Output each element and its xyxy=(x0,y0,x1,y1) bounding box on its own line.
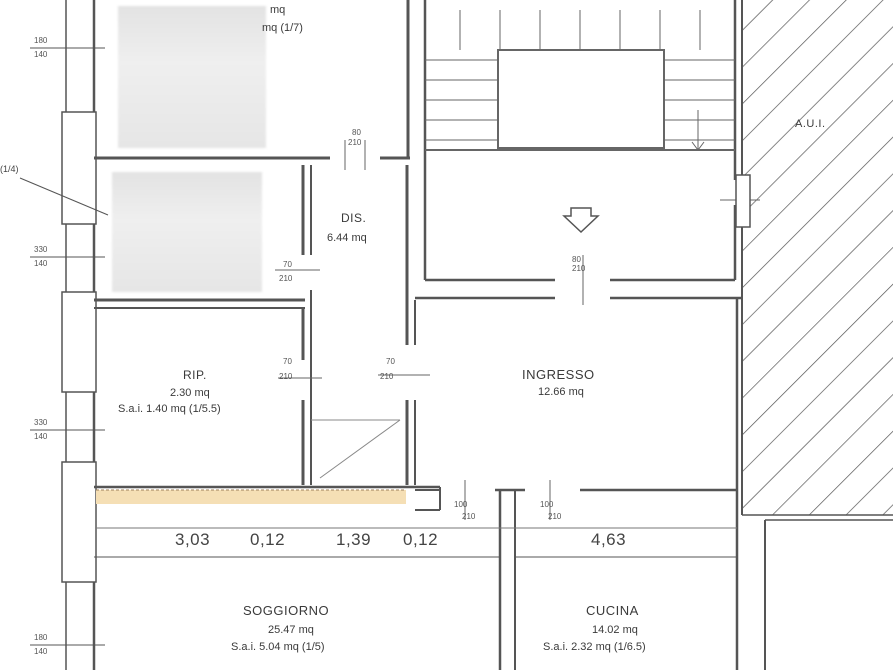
door-label: 210 xyxy=(279,274,293,283)
dimension-value: 4,63 xyxy=(591,530,627,549)
door-label: 100 xyxy=(454,500,468,509)
door-label: 210 xyxy=(548,512,562,521)
aui-label: A.U.I. xyxy=(795,118,826,130)
wall-section-strip xyxy=(96,489,406,504)
rip-area: 2.30 mq xyxy=(170,387,210,399)
door-label: 70 xyxy=(386,357,395,366)
dimension-value: 0,12 xyxy=(250,530,286,549)
window-markers xyxy=(19,47,109,646)
window-label: 180 xyxy=(34,633,48,642)
window-label: 180 xyxy=(34,36,48,45)
dis-area: 6.44 mq xyxy=(327,232,367,244)
window-label: 140 xyxy=(34,50,48,59)
ingresso-area: 12.66 mq xyxy=(538,386,584,398)
top-room-area: mq xyxy=(270,4,286,16)
dis-name: DIS. xyxy=(341,211,367,225)
window-label: 140 xyxy=(34,647,48,656)
soggiorno-name: SOGGIORNO xyxy=(243,603,330,618)
staircase xyxy=(425,10,735,151)
top-room-ratio: mq (1/7) xyxy=(262,22,303,34)
rip-name: RIP. xyxy=(183,368,207,382)
window-label: 330 xyxy=(34,245,48,254)
door-ticks xyxy=(275,140,760,520)
dimension-value: 1,39 xyxy=(336,530,372,549)
entry-arrow-icon xyxy=(562,207,600,234)
cucina-sai: S.a.i. 2.32 mq (1/6.5) xyxy=(543,641,646,653)
door-swings xyxy=(311,419,401,479)
soggiorno-sai: S.a.i. 5.04 mq (1/5) xyxy=(231,641,325,653)
cucina-area: 14.02 mq xyxy=(592,624,638,636)
door-label: 70 xyxy=(283,260,292,269)
window-label: 140 xyxy=(34,259,48,268)
window-label: 140 xyxy=(34,432,48,441)
door-label: 210 xyxy=(572,264,586,273)
door-label: 210 xyxy=(348,138,362,147)
door-label: 210 xyxy=(279,372,293,381)
door-label: 80 xyxy=(572,255,581,264)
exterior-wall-left xyxy=(61,0,97,670)
rip-sai: S.a.i. 1.40 mq (1/5.5) xyxy=(118,403,221,415)
dimension-value: 3,03 xyxy=(175,530,211,549)
right-structure xyxy=(735,174,893,670)
door-label: 100 xyxy=(540,500,554,509)
redacted-patch-top xyxy=(118,6,266,148)
redacted-patch-middle xyxy=(112,172,262,292)
aui-hatched-area xyxy=(741,0,893,516)
left-note: (1/4) xyxy=(0,164,19,174)
dimension-value: 0,12 xyxy=(403,530,439,549)
door-label: 210 xyxy=(462,512,476,521)
window-label: 330 xyxy=(34,418,48,427)
door-label: 80 xyxy=(352,128,361,137)
soggiorno-area: 25.47 mq xyxy=(268,624,314,636)
door-label: 210 xyxy=(380,372,394,381)
ingresso-name: INGRESSO xyxy=(522,367,595,382)
cucina-name: CUCINA xyxy=(586,603,639,618)
door-label: 70 xyxy=(283,357,292,366)
